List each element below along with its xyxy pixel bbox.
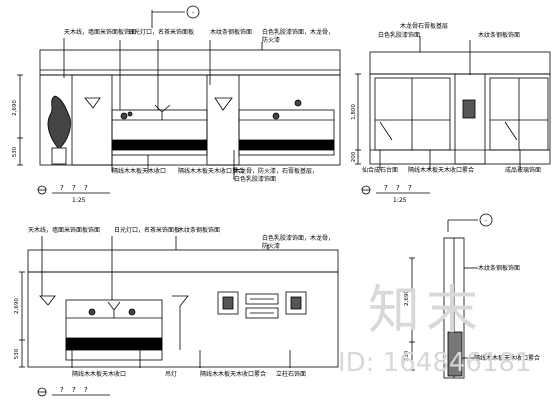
picture-frame-icon (245, 307, 279, 319)
annotation-label: 木纹条钢板饰面 (478, 31, 520, 39)
annotation-label: 仙合成石台面 (362, 166, 398, 174)
dimension-label: 2,690 (404, 290, 410, 306)
annotation-label: 白色乳胶漆饰面，木龙骨， (262, 28, 334, 36)
decor-sculpture-icon (107, 301, 121, 318)
annotation-label: 木纹条钢板饰面 (178, 226, 220, 234)
annotation-label: 天木线，墙面米饰面板饰面 (64, 28, 136, 36)
scale-label: 1:25 (72, 197, 86, 204)
dimension-label: 2,690 (12, 100, 18, 116)
wall-sconce-icon (214, 97, 233, 111)
window (374, 77, 451, 151)
annotation-label: 隔线木木板天木收口 (72, 370, 126, 378)
section-callout-marker (479, 213, 493, 227)
section-callout-label: - (192, 10, 194, 17)
base-band (238, 139, 335, 151)
section-callout-label: - (485, 218, 487, 225)
annotation-label: 日光灯口，名茶米饰面板 (114, 226, 180, 234)
annotation-label: 木纹条钢板饰面 (478, 264, 520, 272)
decor-sculpture-icon (154, 104, 171, 120)
annotation-label: 防火漆 (262, 36, 280, 44)
door-panel (454, 73, 486, 165)
dimension-label: 530 (404, 350, 410, 361)
view-title-mark: ? (72, 386, 76, 394)
wall-outline (39, 74, 341, 166)
annotation-label: 防火漆 (262, 242, 280, 250)
annotation-label: 立柱石饰面 (276, 370, 306, 378)
elevation-c: 2,690 530 天木线，墙面米饰面板饰面 日光灯口，名茶米饰面板 木纹条钢板… (14, 226, 339, 397)
elevation-b: 1,800 200 木龙骨石膏板基层 白色乳胶漆饰面 木纹条钢板饰面 仙合成石台… (351, 22, 551, 204)
annotation-label: 白色乳胶漆饰面，木龙骨， (262, 234, 334, 242)
view-title-mark: ? (60, 386, 64, 394)
view-title-mark: ? (408, 184, 412, 192)
floor-lamp-icon (172, 295, 189, 350)
scale-label: 1:25 (393, 197, 407, 204)
picture-frame-icon (285, 291, 307, 315)
base-band (65, 337, 163, 351)
annotation-label: 隔线木木板天木收口累合 (408, 166, 474, 174)
wall-sconce-icon (84, 97, 101, 109)
annotation-label: 吊灯 (165, 370, 177, 378)
dimension-label: 530 (12, 146, 18, 157)
dimension-label: 2,690 (14, 298, 20, 314)
annotation-label: 白色乳胶漆饰面 (378, 31, 420, 39)
wall-art-icon (462, 99, 476, 119)
elevation-a: - 2,690 530 (12, 5, 341, 204)
view-title-mark: ? (84, 386, 88, 394)
annotation-label: 木纹条钢板饰面 (210, 28, 252, 36)
view-title-mark: ? (384, 184, 388, 192)
view-title-mark: ? (60, 184, 64, 192)
section-callout-marker (186, 5, 200, 19)
dimension-label: 530 (14, 348, 20, 359)
hatch-block (447, 331, 463, 377)
annotation-label: 隔线木木板天木收口累合 (474, 354, 540, 362)
annotation-label: 木龙骨石膏板基层 (400, 22, 448, 30)
ceiling-band (27, 249, 339, 273)
annotation-label: 木龙骨，防火漆，石膏板基层， (234, 167, 318, 175)
annotation-label: 天木线，墙面米饰面板饰面 (28, 226, 100, 234)
dimension-label: 1,800 (351, 104, 357, 120)
annotation-label: 隔线木木板天木收口累合 (200, 370, 266, 378)
annotation-label: 白色乳胶漆饰面 (234, 175, 276, 183)
picture-frame-icon (245, 293, 279, 305)
base-band (111, 139, 208, 151)
dimension-label: 200 (351, 151, 357, 162)
wall-outline (369, 73, 551, 165)
section-d: - 2,690 530 木纹条钢板饰面 隔线木木板天木收口累合 (404, 213, 540, 379)
wall-outline (27, 271, 339, 368)
view-title-mark: ? (396, 184, 400, 192)
annotation-label: 日光灯口，名茶米饰面板 (128, 28, 194, 36)
ceiling-band (369, 51, 551, 75)
view-title-mark: ? (84, 184, 88, 192)
annotation-label: 成品玻璃饰面 (505, 166, 541, 174)
picture-frame-icon (217, 291, 239, 315)
ceiling-band (39, 49, 341, 76)
annotation-label: 隔线木木板天木收口 (112, 167, 166, 175)
wall-sconce-icon (39, 295, 56, 306)
potted-plant-icon (47, 95, 71, 165)
view-title-mark: ? (72, 184, 76, 192)
annotation-label: 隔线木木板天木收口累合 (178, 167, 244, 175)
